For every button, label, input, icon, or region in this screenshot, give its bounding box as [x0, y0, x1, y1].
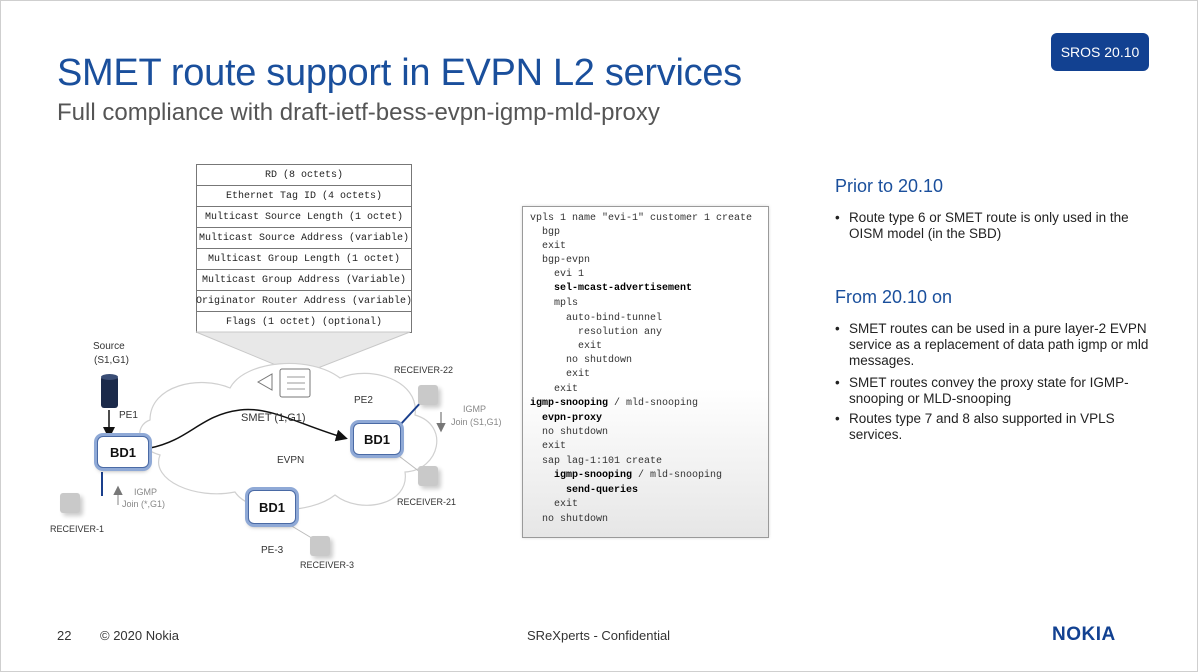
receiver-21-label: RECEIVER-21 — [397, 497, 457, 507]
evpn-label: EVPN — [277, 455, 305, 466]
from-bullet: •SMET routes convey the proxy state for … — [835, 375, 1129, 406]
route-field: Multicast Source Address (variable) — [197, 228, 411, 249]
receiver-1-icon — [60, 493, 80, 513]
source-database-icon — [101, 376, 118, 408]
copyright: © 2020 Nokia — [100, 628, 179, 643]
config-line: igmp-snooping / mld-snooping — [554, 470, 723, 481]
slide-subtitle: Full compliance with draft-ietf-bess-evp… — [57, 99, 660, 126]
config-line: no shutdown — [542, 427, 609, 438]
igmp-label-pe1: IGMP — [134, 487, 158, 497]
smet-label: SMET (1,G1) — [241, 412, 306, 424]
pe3-bd1-device: BD1 — [248, 490, 296, 524]
from-bullet: •Routes type 7 and 8 also supported in V… — [835, 411, 1115, 442]
config-line: exit — [566, 369, 591, 380]
evpn-cloud-icon — [139, 362, 438, 511]
config-line: no shutdown — [566, 355, 633, 366]
config-snippet: vpls 1 name "evi-1" customer 1 create bg… — [522, 206, 769, 538]
route-field: Ethernet Tag ID (4 octets) — [197, 186, 411, 207]
route-field: Multicast Group Address (Variable) — [197, 270, 411, 291]
config-line: vpls 1 name "evi-1" customer 1 create — [530, 213, 753, 224]
confidential-label: SReXperts - Confidential — [527, 628, 671, 643]
route-field: Multicast Group Length (1 octet) — [197, 249, 411, 270]
pe2-bd1-device: BD1 — [353, 423, 401, 455]
receiver-1-label: RECEIVER-1 — [50, 524, 105, 534]
config-line: sap lag-1:101 create — [542, 456, 663, 467]
config-line: exit — [542, 441, 567, 452]
pe1-bd1-device: BD1 — [97, 436, 149, 468]
config-line: bgp-evpn — [542, 255, 591, 266]
config-line: evi 1 — [554, 269, 585, 280]
page-number: 22 — [57, 628, 72, 643]
config-line: mpls — [554, 298, 579, 309]
from-bullet: •SMET routes can be used in a pure layer… — [835, 321, 1149, 368]
join-s1g1-label: Join (S1,G1) — [451, 417, 502, 427]
prior-heading: Prior to 20.10 — [835, 176, 944, 196]
config-line: auto-bind-tunnel — [566, 313, 663, 324]
pe1-pe2-link — [149, 408, 348, 449]
config-line: evpn-proxy — [542, 413, 603, 424]
source-sg-label: (S1,G1) — [94, 355, 130, 366]
config-line: sel-mcast-advertisement — [554, 283, 693, 294]
config-line: resolution any — [578, 327, 663, 338]
from-heading: From 20.10 on — [835, 287, 953, 307]
igmp-label-pe2: IGMP — [463, 404, 487, 414]
prior-bullet: •Route type 6 or SMET route is only used… — [835, 210, 1129, 241]
config-line: exit — [542, 241, 567, 252]
source-label: Source — [93, 341, 125, 352]
receiver-3-label: RECEIVER-3 — [300, 560, 355, 570]
pe2-label: PE2 — [354, 395, 373, 406]
receiver-3-icon — [310, 536, 330, 556]
route-field: Originator Router Address (variable) — [196, 291, 412, 312]
version-badge: SROS 20.10 — [1051, 33, 1149, 71]
config-line: bgp — [542, 227, 561, 238]
slide-title: SMET route support in EVPN L2 services — [57, 52, 742, 94]
route-field: Flags (1 octet) (optional) — [225, 316, 383, 328]
nokia-logo: NOKIA — [1052, 624, 1116, 645]
pe1-label: PE1 — [119, 410, 138, 421]
network-diagram — [101, 331, 446, 541]
route-field: RD (8 octets) — [197, 165, 411, 186]
pe3-label: PE-3 — [261, 545, 284, 556]
join-star-g1-label: Join (*,G1) — [122, 499, 166, 509]
receiver-22-icon — [418, 385, 438, 405]
receiver-22-label: RECEIVER-22 — [394, 365, 454, 375]
config-line: exit — [554, 384, 579, 395]
config-line: exit — [554, 499, 579, 510]
config-line: no shutdown — [542, 514, 609, 525]
config-line: exit — [578, 341, 603, 352]
config-line: igmp-snooping / mld-snooping — [530, 398, 699, 409]
table-callout — [195, 331, 411, 376]
config-line: send-queries — [566, 485, 639, 496]
route-field: Multicast Source Length (1 octet) — [197, 207, 411, 228]
receiver-21-icon — [418, 466, 438, 486]
